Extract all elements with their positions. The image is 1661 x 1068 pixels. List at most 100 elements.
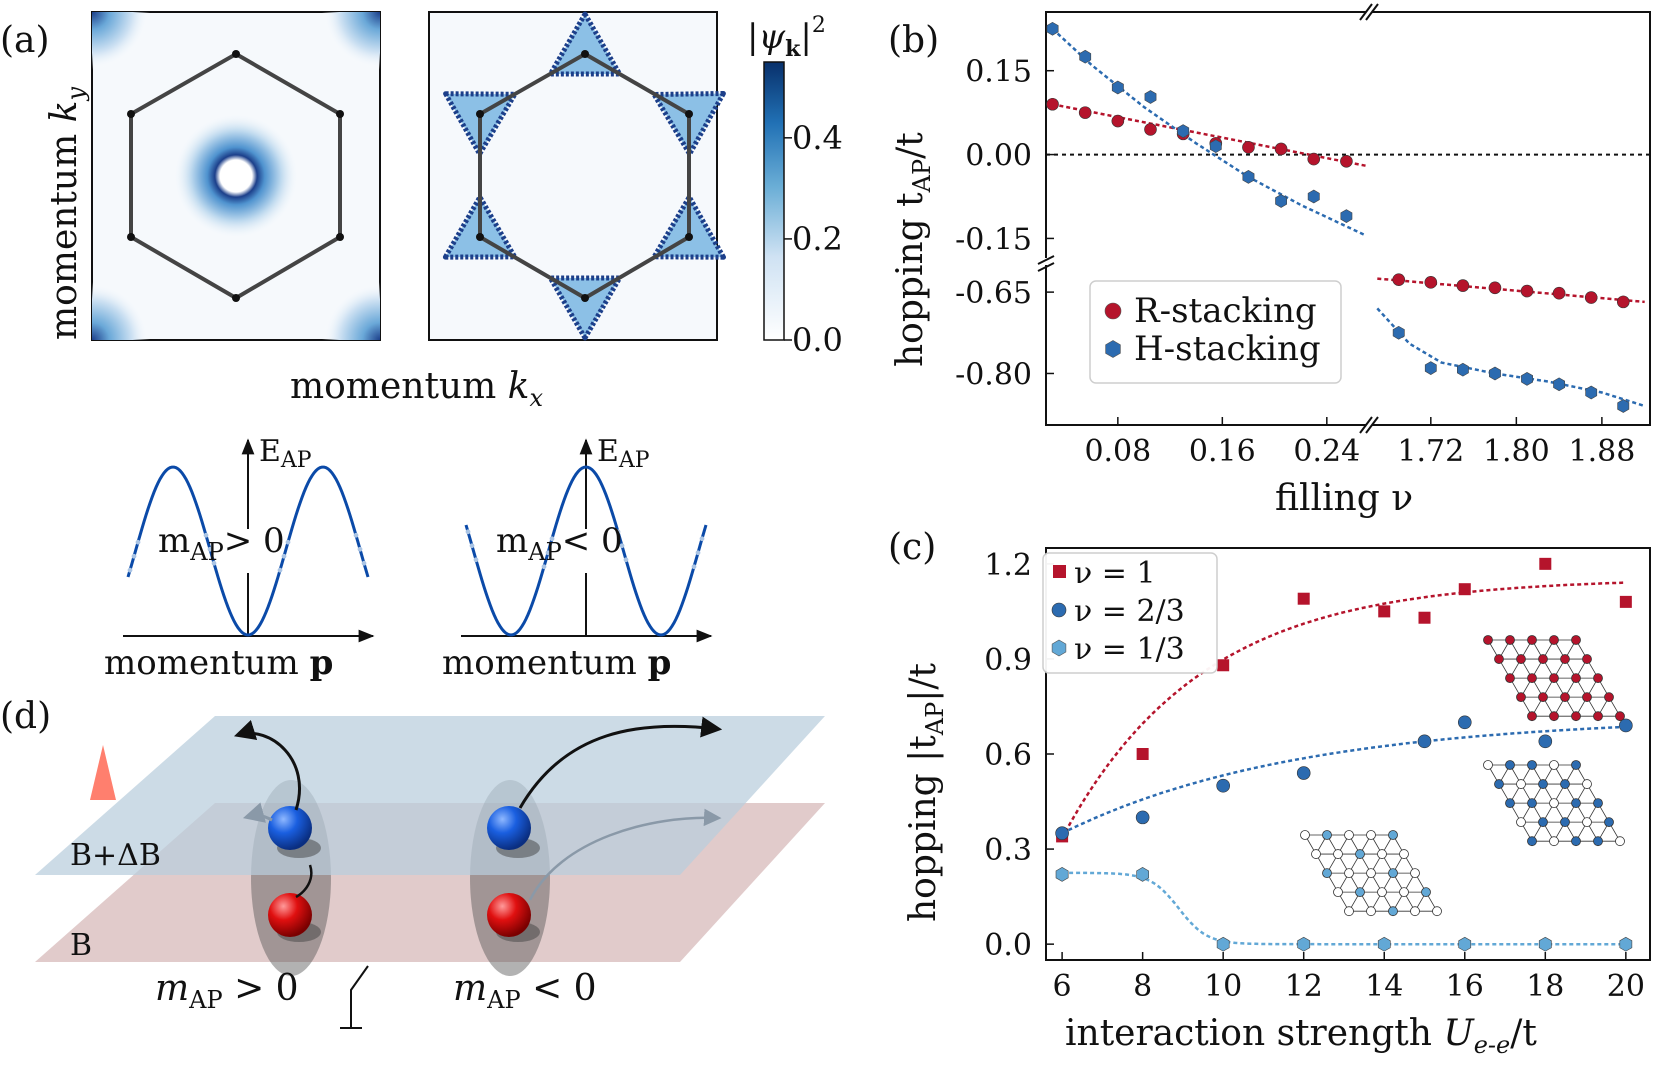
lattice-site: [1377, 887, 1387, 898]
data-point-r-stacking: [1392, 273, 1406, 286]
red-particle-right: [487, 893, 531, 937]
lattice-site: [1538, 654, 1548, 664]
data-point-nu-1-3: [1055, 867, 1069, 882]
x-tick-label: 10: [1204, 969, 1242, 1004]
dispersion-inflection: [207, 546, 213, 552]
lattice-site: [1604, 817, 1614, 828]
panel-b-ylabel: hopping tAP/t: [890, 132, 936, 367]
lattice-site: [1527, 635, 1537, 645]
dispersion-inflection: [277, 567, 283, 573]
dispersion-inflection: [699, 536, 705, 542]
data-point-r-stacking: [1552, 286, 1566, 300]
top-layer-plane: [35, 716, 825, 875]
data-point-h-stacking: [1585, 385, 1598, 400]
lattice-site: [1377, 849, 1387, 859]
lattice-site: [1300, 830, 1310, 840]
lattice-site: [1593, 673, 1603, 684]
lattice-site: [1355, 887, 1365, 898]
data-point-nu-2-3: [1417, 734, 1432, 749]
lattice-site: [1344, 868, 1354, 879]
data-point-h-stacking: [1340, 209, 1353, 223]
dispersion-inflection: [615, 529, 621, 535]
lattice-site: [1549, 798, 1559, 809]
data-point-nu-1: [1136, 748, 1149, 760]
lattice-site: [1527, 798, 1537, 809]
panel-c-ylabel: hopping |tAP|/t: [903, 663, 949, 922]
data-point-r-stacking: [1111, 114, 1125, 128]
panel-label-a: (a): [0, 20, 50, 61]
panel-c-series: [1055, 557, 1633, 952]
panel-b-legend: R-stacking H-stacking: [1089, 280, 1342, 384]
lattice-site: [1571, 711, 1581, 722]
lattice-site: [1494, 779, 1504, 789]
data-point-h-stacking: [1079, 49, 1092, 64]
colorbar-label: |ψk|2: [747, 13, 826, 62]
sign-glyph: [340, 965, 369, 1029]
lattice-site: [1582, 817, 1592, 828]
dispersion-inflection: [695, 550, 701, 556]
panel-b-frame: [1045, 11, 1651, 426]
data-point-r-stacking: [1274, 142, 1288, 156]
data-point-h-stacking: [1046, 21, 1059, 36]
corner-density: [322, 12, 380, 70]
lattice-site: [1571, 760, 1581, 770]
data-point-nu-2-3: [1216, 778, 1230, 793]
data-point-r-stacking: [1616, 295, 1630, 309]
x-tick-label: 8: [1133, 969, 1152, 1004]
energy-label-right: EAP: [597, 434, 650, 473]
dispersion-positive-mass: [123, 438, 375, 643]
data-point-nu-1: [1458, 583, 1471, 596]
legend-marker-nu-1: [1053, 565, 1066, 578]
data-point-nu-1-3: [1377, 936, 1391, 952]
data-point-r-stacking: [1456, 279, 1470, 292]
dispersion-curve: [464, 465, 708, 637]
blue-particle-right: [487, 806, 531, 850]
x-tick-label: 0.08: [1084, 434, 1151, 469]
data-point-h-stacking: [1457, 362, 1469, 377]
lattice-insets: [1300, 635, 1625, 917]
panel-b-series: [1046, 21, 1646, 413]
lattice-site: [1483, 760, 1493, 770]
y-tick-label: -0.65: [955, 276, 1032, 311]
data-point-r-stacking: [1307, 152, 1321, 166]
lattice-site: [1560, 817, 1570, 828]
lattice-site: [1366, 830, 1376, 840]
lattice-site: [1355, 849, 1365, 859]
data-point-nu-1-3: [1136, 867, 1149, 882]
lattice-site: [1549, 711, 1559, 722]
data-point-nu-1: [1297, 592, 1310, 605]
fit-line-nu-2-3: [1061, 725, 1626, 835]
y-tick-label: 1.2: [984, 548, 1032, 583]
legend-label-r-stacking: R-stacking: [1134, 291, 1317, 331]
x-tick-label: 1.80: [1483, 434, 1550, 469]
data-point-h-stacking: [1144, 90, 1157, 104]
data-point-nu-1-3: [1216, 936, 1230, 952]
legend-marker-h-stacking: [1105, 340, 1121, 358]
legend-marker-nu-2-3: [1051, 602, 1067, 618]
lattice-site: [1593, 798, 1603, 809]
colorbar-tick-label: 0.0: [792, 321, 843, 359]
corner-density: [322, 282, 380, 340]
axis-gap: [247, 529, 250, 573]
dispersion-inflection: [361, 560, 367, 566]
data-point-nu-2-3: [1619, 718, 1633, 733]
legend-marker-r-stacking: [1104, 302, 1122, 320]
ring-density: [172, 112, 300, 240]
dispersion-inflection: [285, 539, 291, 545]
lattice-site: [1571, 836, 1581, 847]
lattice-site: [1344, 906, 1354, 917]
momentum-label-right: momentum p: [442, 643, 671, 683]
data-point-h-stacking: [1209, 139, 1222, 154]
dispersion-inflection: [135, 539, 141, 545]
data-point-nu-1: [1217, 659, 1230, 672]
data-point-r-stacking: [1078, 106, 1092, 119]
panel-label-b: (b): [888, 20, 939, 61]
x-tick-label: 16: [1446, 969, 1484, 1004]
dispersion-curve: [126, 465, 370, 637]
lattice-site: [1593, 836, 1603, 847]
lattice-site: [1560, 654, 1570, 664]
lattice-site: [1388, 830, 1398, 840]
mass-label-right: mAP< 0: [496, 521, 623, 566]
